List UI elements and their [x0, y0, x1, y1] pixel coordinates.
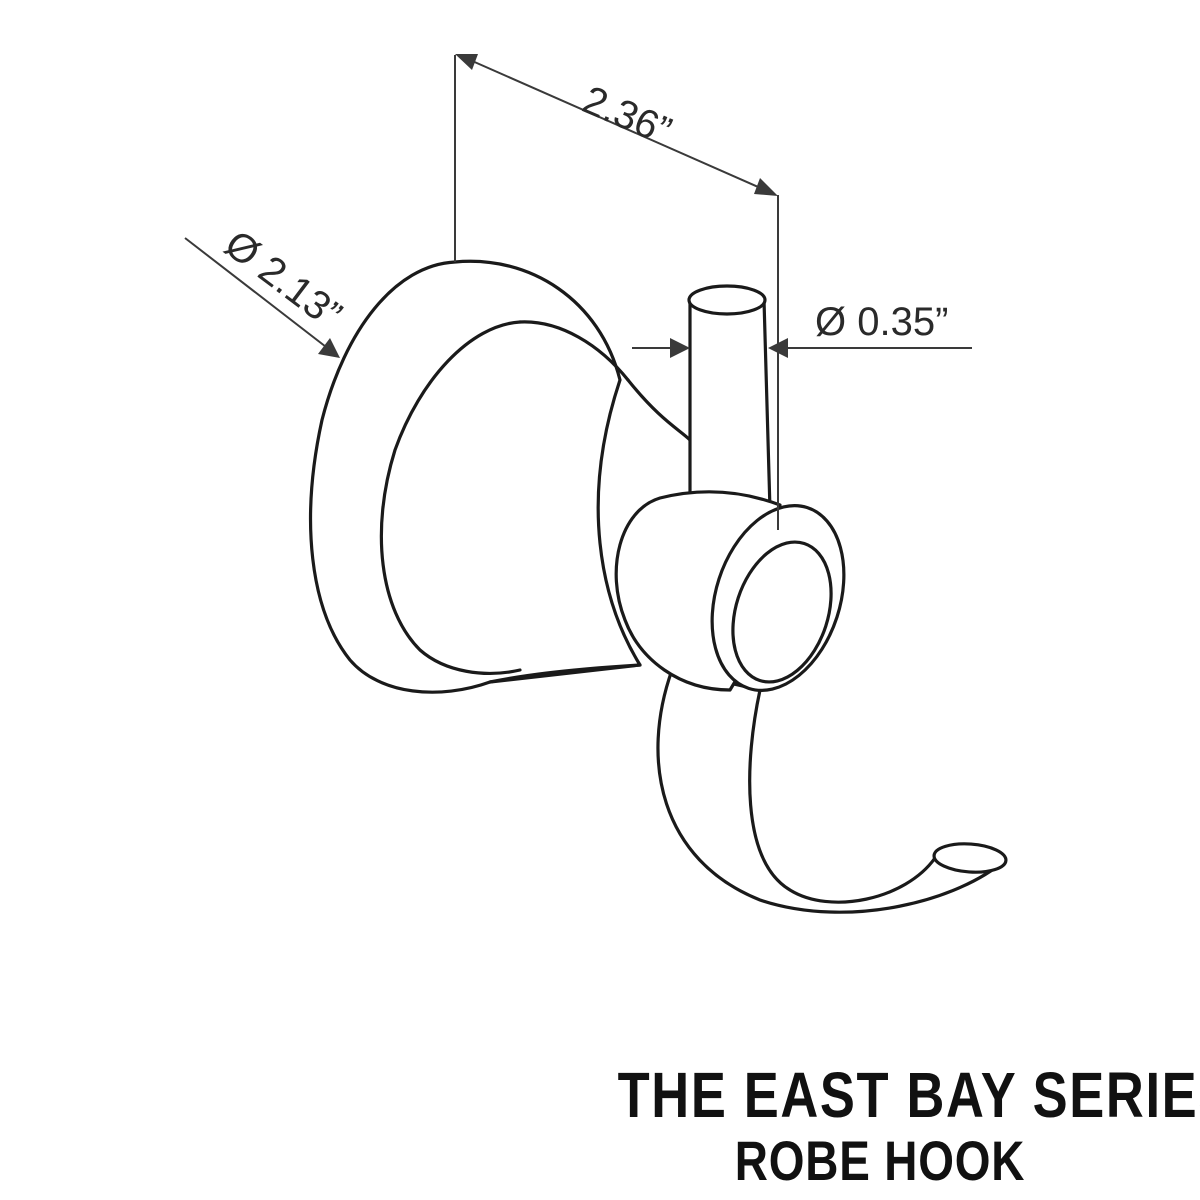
hook-arm [656, 668, 1008, 914]
post-diameter-label: Ø 0.35” [815, 300, 948, 344]
width-dimension-label: 2.36” [576, 78, 677, 154]
series-title: THE EAST BAY SERIES [617, 1059, 1200, 1131]
post-diameter-dimension: Ø 0.35” [632, 300, 972, 358]
base-diameter-dimension: Ø 2.13” [184, 222, 350, 358]
hook-barrel [614, 490, 846, 692]
base-diameter-label: Ø 2.13” [217, 222, 350, 337]
vertical-post [687, 284, 772, 512]
mounting-flange [308, 259, 692, 694]
product-title: ROBE HOOK [734, 1129, 1026, 1192]
